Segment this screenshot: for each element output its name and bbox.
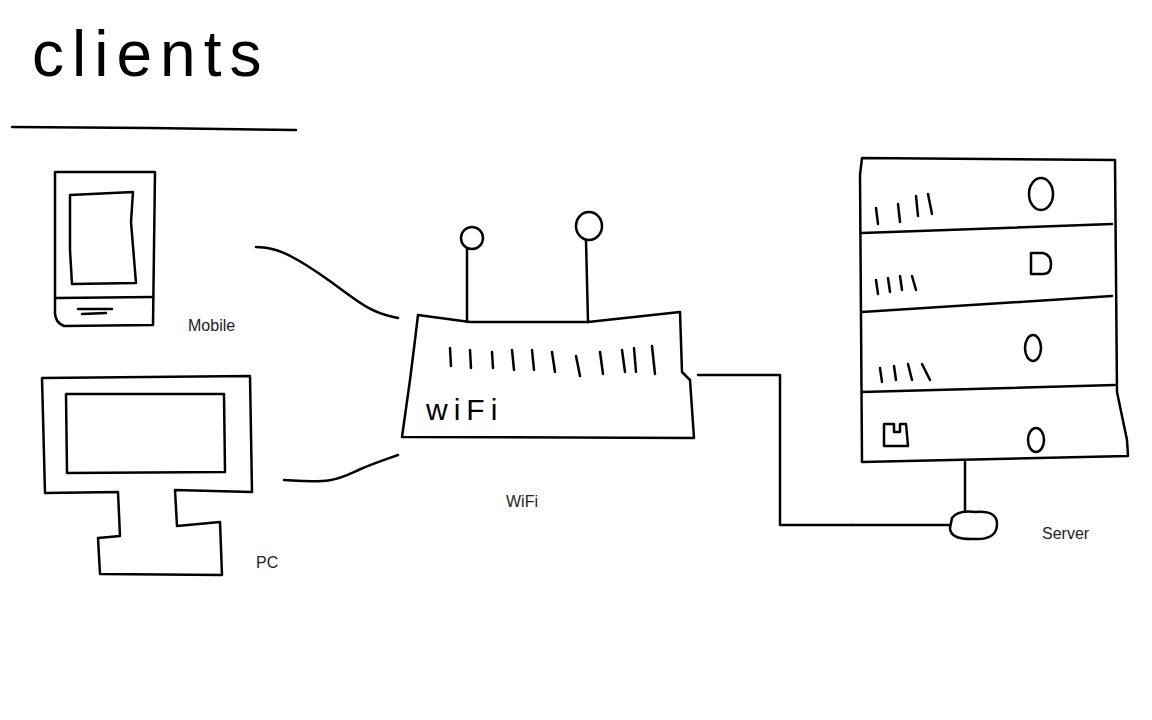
server-icon (852, 158, 1128, 539)
device-label: PC (256, 554, 278, 572)
server-rack: Server (852, 148, 1134, 550)
title-holder: clients (32, 22, 269, 86)
label-holder: Server (1042, 525, 1089, 543)
network-link (284, 455, 398, 481)
diagram-title: clients (32, 22, 269, 86)
device-label: Mobile (188, 317, 235, 335)
label-holder: Mobile (188, 317, 235, 335)
device-marking: wiFi (426, 395, 503, 425)
device-label: Server (1042, 525, 1089, 543)
network-link (698, 375, 852, 525)
pc-icon (42, 376, 252, 575)
mobile-icon (55, 172, 155, 326)
title-underline (12, 127, 296, 130)
pc-device: PC (34, 370, 284, 580)
mobile-device: Mobile (50, 166, 256, 342)
router-icon (402, 212, 694, 438)
wifi-router: wiFiWiFi (398, 206, 698, 518)
network-link (256, 247, 398, 318)
label-holder: PC (256, 554, 278, 572)
label-holder: wiFi (426, 395, 503, 425)
device-label: WiFi (506, 493, 538, 511)
label-holder: WiFi (506, 493, 538, 511)
